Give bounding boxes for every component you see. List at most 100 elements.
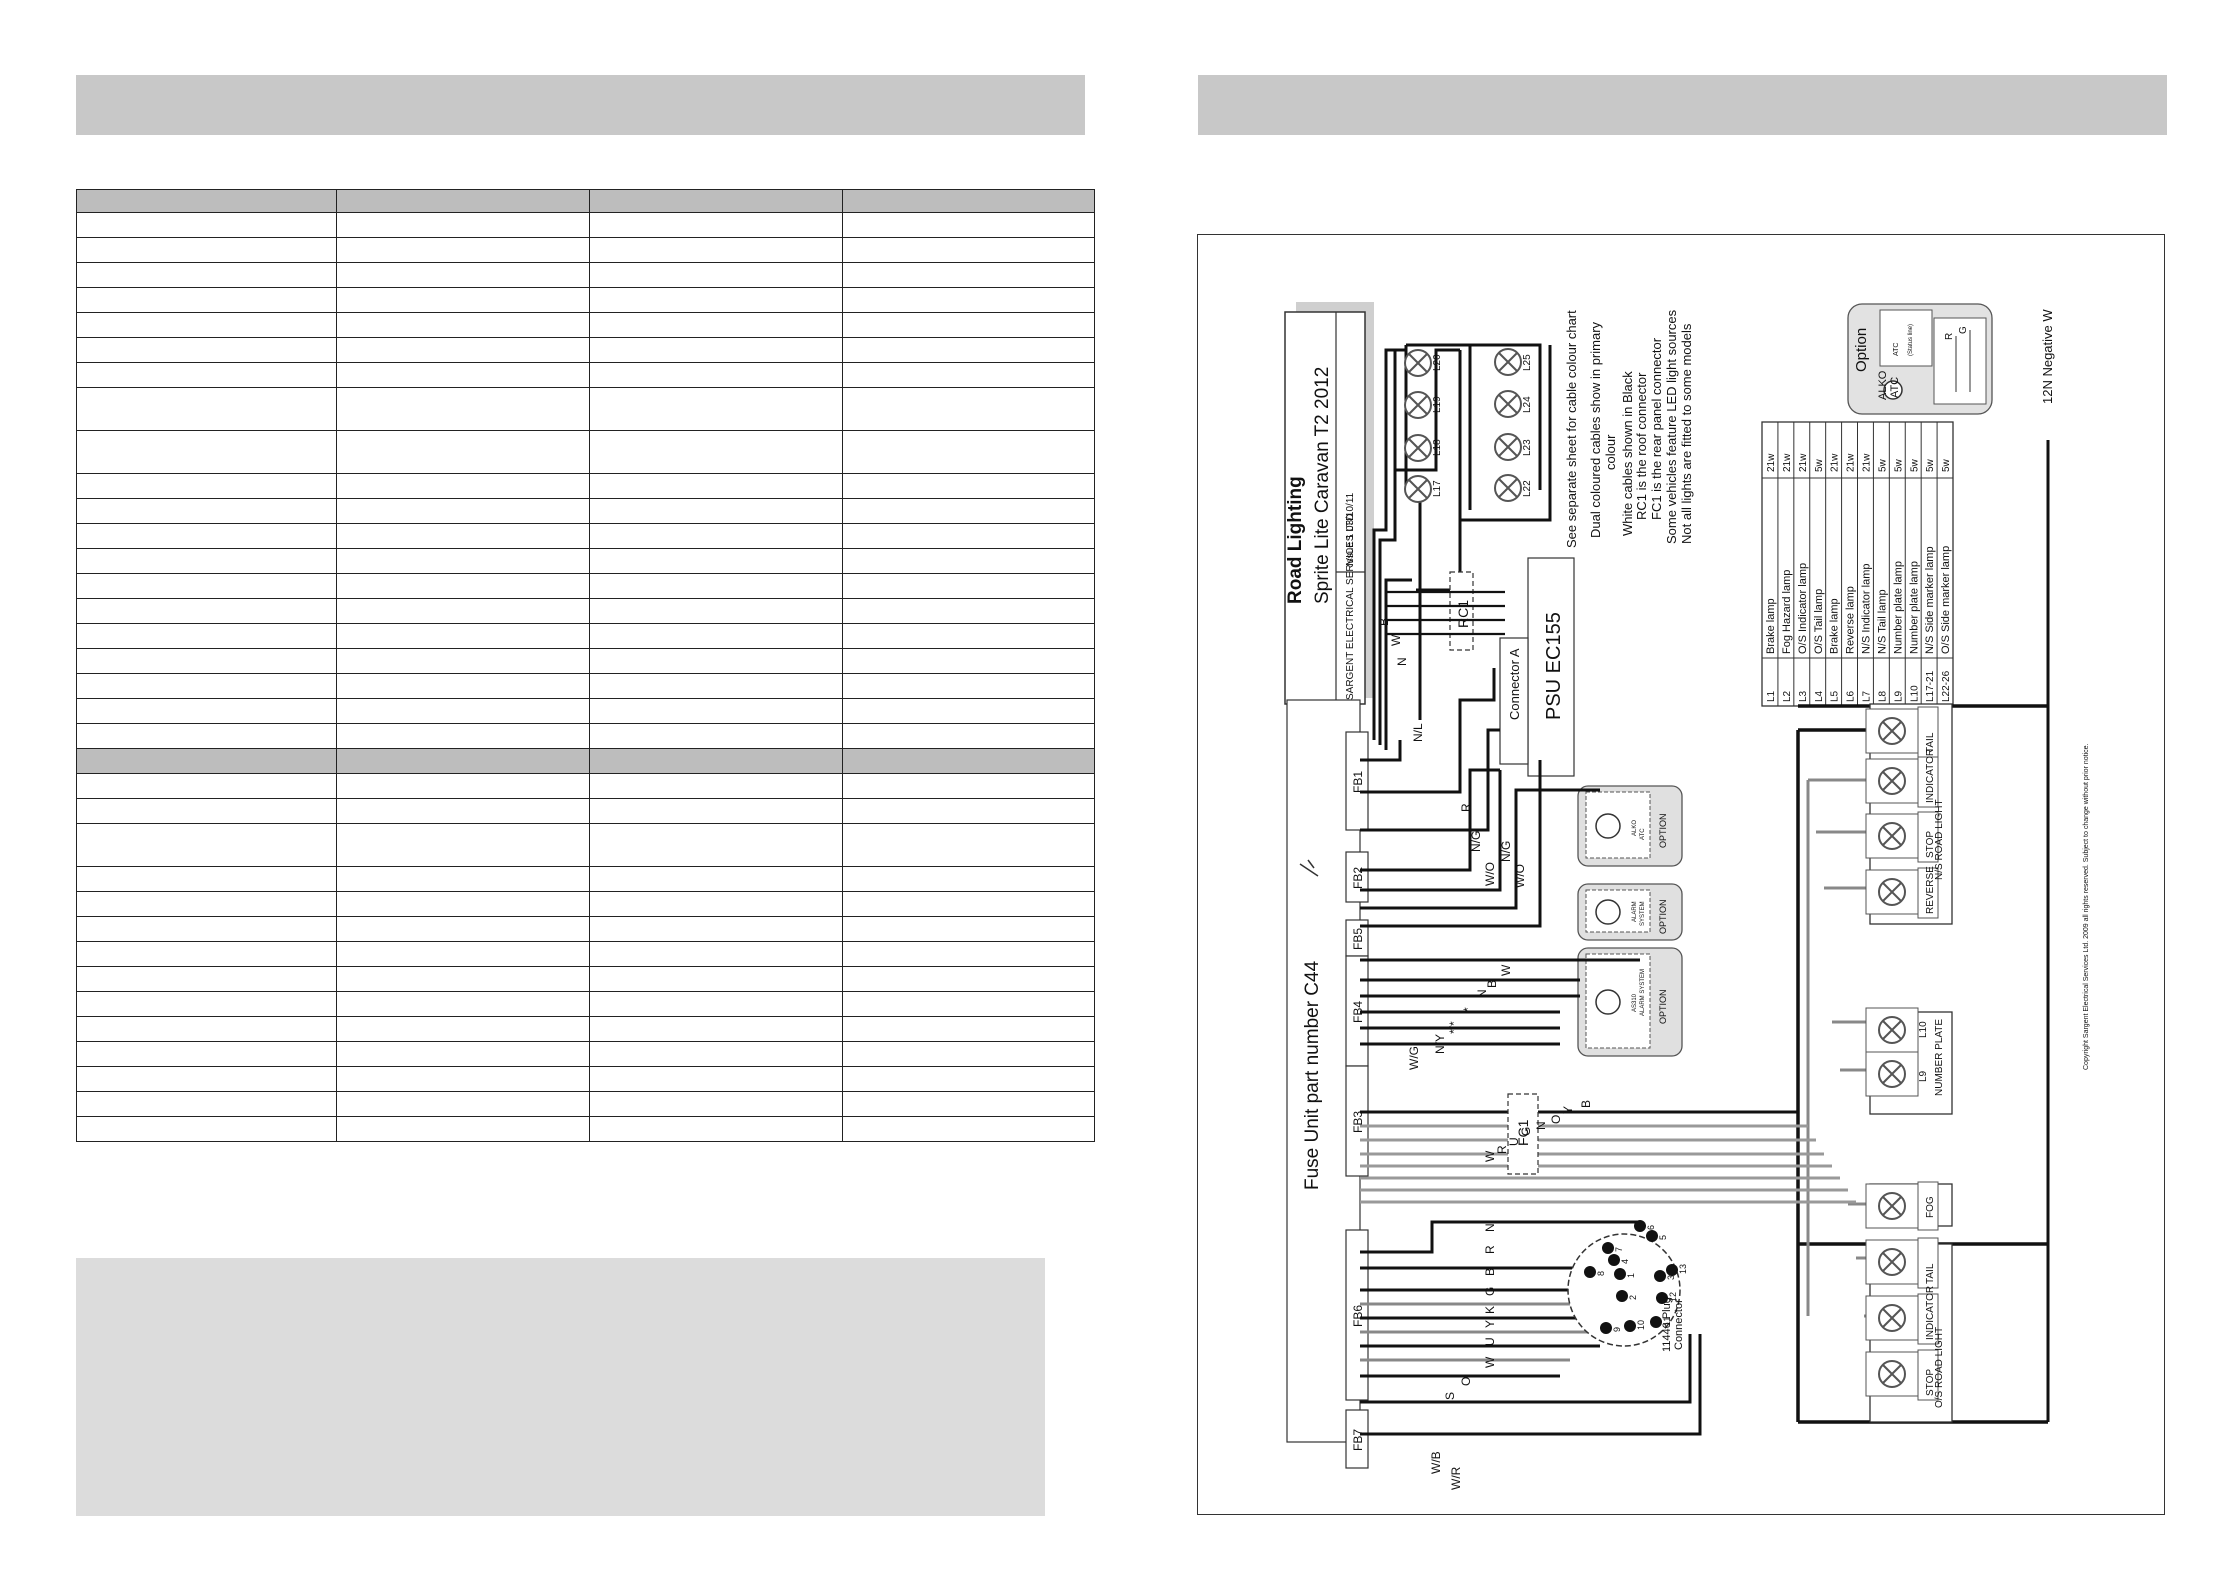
note-line: RC1 is the roof connector — [1634, 372, 1649, 520]
lamp-table-name: Number plate lamp — [1892, 561, 1904, 654]
option-top-label: AS310 — [1632, 993, 1638, 1012]
connector-a-label: Connector A — [1507, 648, 1522, 720]
left-header-bar — [76, 75, 1085, 135]
os-road-light: L4TAILL3INDICATORL1STOPO/S ROAD LIGHT — [1865, 1237, 1953, 1423]
wire-color-label: N/L — [1411, 723, 1425, 742]
lamp-table-watt: 21w — [1830, 453, 1841, 472]
option-bottom-label: OPTION — [1658, 813, 1668, 848]
psu-label: PSU EC155 — [1543, 612, 1565, 720]
lamp-table-id: L3 — [1798, 690, 1809, 702]
table-cell — [841, 723, 1096, 749]
lamp-table-id: L6 — [1846, 690, 1857, 702]
lamp-table-id: L4 — [1814, 690, 1825, 702]
lamp-table-watt: 21w — [1846, 453, 1857, 472]
wire-color-label: O — [1459, 1377, 1473, 1386]
side-marker-wiring — [1372, 343, 1552, 750]
plug-pin — [1624, 1320, 1636, 1332]
fc1-connector — [1507, 1093, 1539, 1175]
table-row — [75, 598, 1096, 624]
wire-color-label: W — [1389, 634, 1403, 646]
fuse-block-label: FB4 — [1351, 1001, 1365, 1023]
lamp-table-watt: 21w — [1782, 453, 1793, 472]
table-cell — [336, 362, 591, 388]
wire-color-label: N — [1483, 1223, 1497, 1232]
table-cell — [589, 1066, 843, 1092]
option-title: Option — [1853, 328, 1870, 372]
option-bottom-label: OPTION — [1658, 899, 1668, 934]
table-cell — [841, 1116, 1096, 1142]
lamp-table-name: Fog Hazard lamp — [1781, 570, 1793, 654]
table-cell — [589, 673, 843, 699]
rc1-label: RC1 — [1455, 600, 1471, 628]
lamp-function-label: TAIL — [1925, 1263, 1936, 1284]
table-cell — [589, 1116, 843, 1142]
wire-color-label: W — [1483, 1150, 1497, 1162]
lamp-table-id: L2 — [1782, 690, 1793, 702]
plug-pin-label: 7 — [1614, 1247, 1624, 1252]
plug-label-2: Connector — [1673, 1299, 1685, 1350]
table-cell — [841, 623, 1096, 649]
table-cell — [336, 473, 591, 499]
table-cell — [75, 698, 338, 724]
fuse-block-label: FB3 — [1351, 1111, 1365, 1133]
option-device-icon — [1595, 899, 1621, 925]
road-lamp-icon — [1878, 822, 1906, 850]
side-marker-lamp-icon — [1404, 475, 1432, 503]
table-cell — [841, 748, 1096, 774]
table-cell — [336, 312, 591, 338]
side-marker-lamp-icon — [1494, 348, 1522, 376]
plug-pin — [1616, 1290, 1628, 1302]
table-cell — [75, 212, 338, 238]
table-cell — [75, 1016, 338, 1042]
table-cell — [75, 1041, 338, 1067]
table-row — [75, 991, 1096, 1017]
plug-pin — [1656, 1292, 1668, 1304]
table-cell — [336, 1041, 591, 1067]
table-row — [75, 237, 1096, 263]
wire-color-label: G — [1519, 1127, 1533, 1136]
table-cell — [75, 891, 338, 917]
option-top-label: ALKO — [1632, 820, 1638, 836]
notes: See separate sheet for cable colour char… — [1564, 309, 1694, 548]
fuse-unit-label: Fuse Unit part number C44 — [1302, 960, 1323, 1190]
table-cell — [336, 548, 591, 574]
plug-pin-label: 13 — [1678, 1264, 1688, 1274]
table-cell — [336, 991, 591, 1017]
note-line: White cables shown in Black — [1620, 371, 1635, 536]
table-cell — [75, 312, 338, 338]
lamp-function-label: STOP — [1925, 831, 1936, 858]
wire-color-label: Y — [1483, 1320, 1497, 1328]
wire-color-label: N/G — [1499, 841, 1513, 862]
table-row — [75, 941, 1096, 967]
plug-pin — [1634, 1220, 1646, 1232]
side-marker-lamp-icon — [1494, 390, 1522, 418]
note-line: Not all lights are fitted to some models — [1679, 323, 1694, 544]
fuse-block — [1345, 1409, 1369, 1469]
lamp-table-name: Brake lamp — [1829, 598, 1841, 654]
svg-text:ALKO: ALKO — [1877, 370, 1889, 400]
table-cell — [589, 573, 843, 599]
table-row — [75, 623, 1096, 649]
lamp-id: L10 — [1918, 1021, 1929, 1038]
fuse-wiring — [1360, 668, 1798, 1114]
note-line: FC1 is the rear panel connector — [1649, 337, 1664, 520]
plug-pin-label: 1 — [1626, 1273, 1636, 1278]
plug-pin — [1614, 1268, 1626, 1280]
road-lamp-icon — [1878, 717, 1906, 745]
plug-pin-label: 5 — [1658, 1235, 1668, 1240]
table-cell — [841, 598, 1096, 624]
plug-pin — [1608, 1254, 1620, 1266]
plug-pin — [1600, 1322, 1612, 1334]
table-cell — [841, 1091, 1096, 1117]
table-cell — [75, 648, 338, 674]
lamp-table-name: N/S Side marker lamp — [1924, 546, 1936, 654]
lamp-function-label: TAIL — [1925, 732, 1936, 753]
option-mid-label: ATC — [1640, 828, 1646, 840]
wire-color-label: S — [1443, 1392, 1457, 1400]
lamp-function-label: INDICATOR — [1925, 1286, 1936, 1340]
table-cell — [336, 966, 591, 992]
lamp-table-id: L17-21 — [1925, 670, 1936, 702]
table-cell — [75, 823, 338, 867]
svg-text:ATC: ATC — [1889, 377, 1901, 398]
